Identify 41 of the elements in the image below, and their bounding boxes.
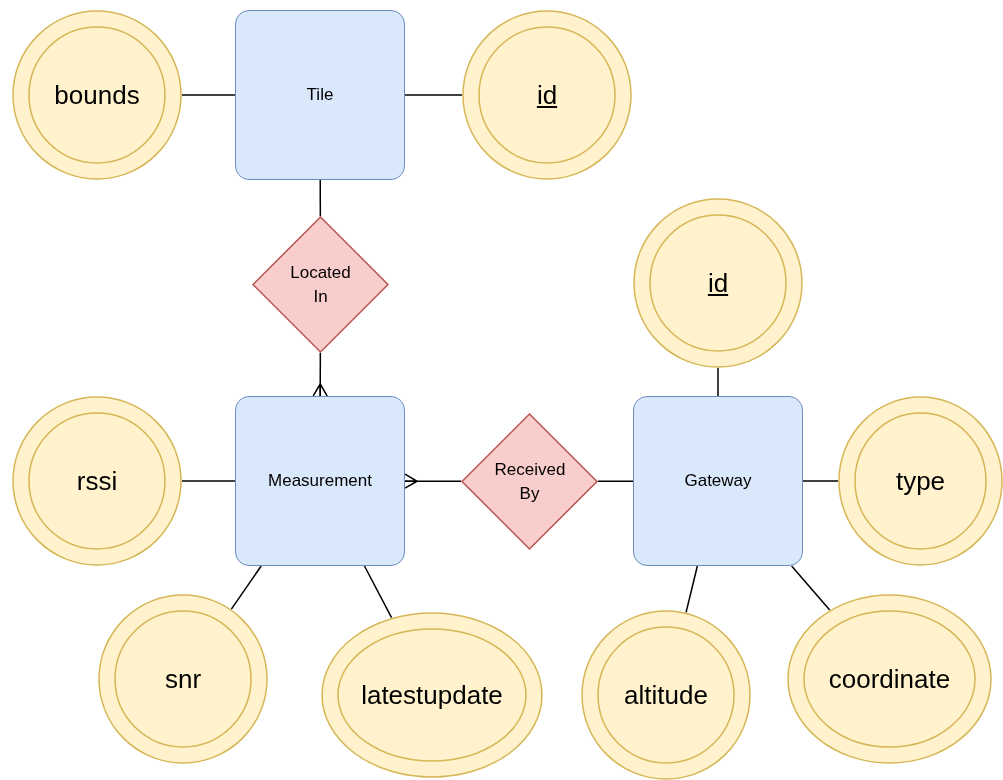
relationship-label: Located In bbox=[289, 261, 352, 308]
connector-line bbox=[404, 94, 463, 96]
relationship-diamond bbox=[461, 413, 598, 550]
connector-line bbox=[181, 480, 236, 482]
attribute-label: latestupdate bbox=[361, 679, 503, 711]
key-attribute-label: id bbox=[707, 267, 729, 299]
attribute-ellipse bbox=[462, 10, 632, 180]
attribute-label: altitude bbox=[624, 679, 708, 711]
key-attribute-label: id bbox=[536, 79, 558, 111]
attribute-label: rssi bbox=[76, 465, 118, 497]
attribute-ellipse bbox=[12, 10, 182, 180]
attribute-ellipse bbox=[838, 396, 1003, 566]
attribute-label: bounds bbox=[54, 79, 140, 111]
connector-line bbox=[319, 179, 322, 217]
connector-line bbox=[685, 565, 699, 614]
attribute-label: snr bbox=[164, 663, 202, 695]
attribute-label: coordinate bbox=[828, 663, 951, 695]
attribute-ellipse bbox=[787, 594, 992, 764]
entity-label: Measurement bbox=[268, 471, 372, 491]
connector-line bbox=[597, 480, 634, 483]
crows-foot-connector bbox=[404, 473, 462, 489]
attribute-label: type bbox=[895, 465, 946, 497]
attribute-ellipse bbox=[98, 594, 268, 764]
attribute-ellipse bbox=[633, 198, 803, 368]
connector-line bbox=[363, 565, 393, 619]
attribute-ellipse bbox=[581, 610, 751, 780]
crows-foot-connector bbox=[312, 352, 328, 397]
entity-box bbox=[235, 396, 405, 566]
relationship-diamond bbox=[252, 216, 389, 353]
connector-line bbox=[717, 367, 719, 397]
entity-box bbox=[235, 10, 405, 180]
entity-box bbox=[633, 396, 803, 566]
attribute-ellipse bbox=[321, 612, 543, 778]
entity-label: Tile bbox=[306, 85, 334, 105]
connector-line bbox=[181, 94, 236, 96]
connector-line bbox=[790, 565, 831, 611]
connector-line bbox=[230, 565, 262, 610]
connector-line bbox=[802, 480, 839, 482]
relationship-label: Received By bbox=[494, 458, 565, 505]
entity-label: Gateway bbox=[684, 471, 752, 491]
attribute-ellipse bbox=[12, 396, 182, 566]
